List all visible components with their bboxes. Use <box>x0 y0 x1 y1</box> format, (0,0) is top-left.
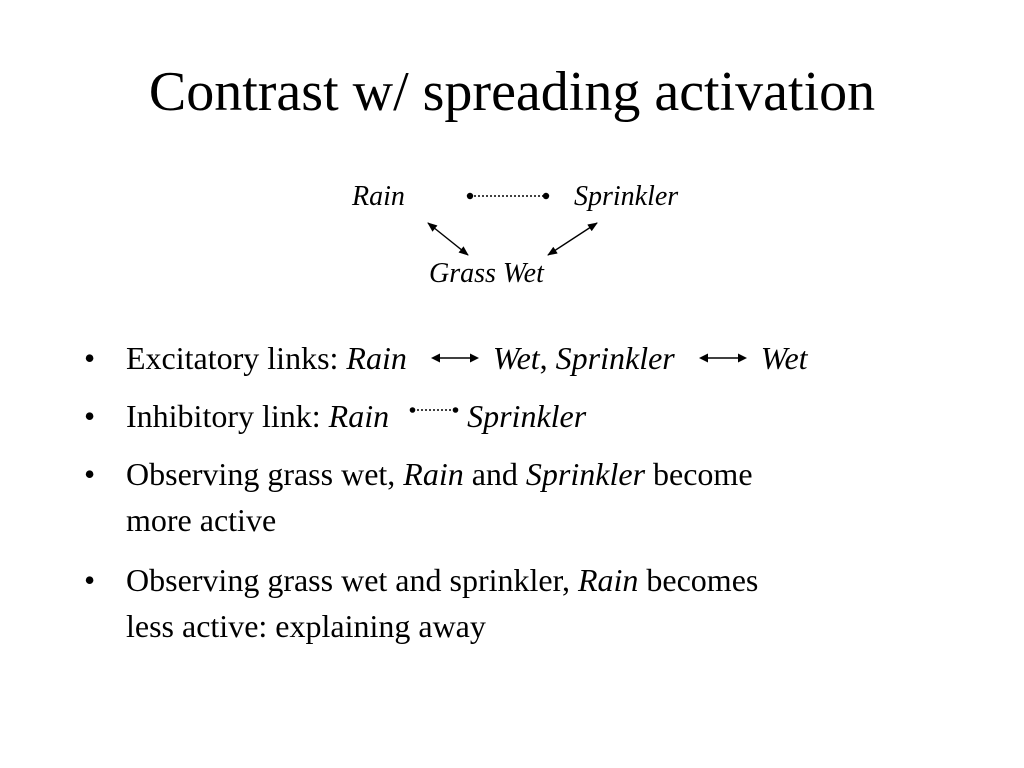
excitatory-link-sprinkler-wet <box>547 222 598 256</box>
bidirectional-arrow-icon <box>430 351 479 365</box>
inhibitory-sprinkler: Sprinkler <box>467 398 587 434</box>
excitatory-link-rain-wet <box>427 222 469 256</box>
excitatory-comma: , <box>539 340 556 376</box>
dotted-inhibitory-link-icon <box>409 405 459 415</box>
slide-title: Contrast w/ spreading activation <box>148 61 876 123</box>
bullet-explaining-away: • Observing grass wet and sprinkler, Rai… <box>80 558 960 650</box>
bidirectional-arrow-icon <box>698 351 747 365</box>
excitatory-wet-1: Wet <box>492 340 540 376</box>
inhibitory-prefix: Inhibitory link: <box>126 398 329 434</box>
inhibitory-link <box>466 192 550 200</box>
observing-wet-sprinkler: Sprinkler <box>525 456 646 492</box>
bullet-marker: • <box>84 340 96 376</box>
bullet-observing-wet: • Observing grass wet, Rain and Sprinkle… <box>80 452 960 544</box>
explaining-away-prefix: Observing grass wet and sprinkler, <box>126 562 578 598</box>
bullet-marker: • <box>84 562 96 598</box>
explaining-away-suffix: becomes <box>638 562 759 598</box>
node-grass-wet: Grass Wet <box>429 258 544 289</box>
bullet-excitatory: • Excitatory links: Rain Wet, Sprinkler … <box>80 336 960 380</box>
node-sprinkler: Sprinkler <box>574 181 679 212</box>
observing-wet-and: and <box>463 456 526 492</box>
excitatory-rain: Rain <box>346 340 407 376</box>
bullet-marker: • <box>84 456 96 492</box>
excitatory-prefix: Excitatory links: <box>126 340 347 376</box>
observing-wet-suffix: become <box>645 456 753 492</box>
node-rain: Rain <box>352 181 405 212</box>
excitatory-wet-2: Wet <box>760 340 808 376</box>
inhibitory-rain: Rain <box>328 398 390 434</box>
bullet-list: • Excitatory links: Rain Wet, Sprinkler … <box>80 336 960 664</box>
explaining-away-line2: less active: explaining away <box>126 608 486 644</box>
bullet-marker: • <box>84 398 96 434</box>
observing-wet-rain: Rain <box>403 456 464 492</box>
bullet-inhibitory: • Inhibitory link: Rain Sprinkler <box>80 394 960 438</box>
explaining-away-rain: Rain <box>577 562 639 598</box>
excitatory-sprinkler: Sprinkler <box>555 340 675 376</box>
observing-wet-prefix: Observing grass wet, <box>126 456 404 492</box>
observing-wet-line2: more active <box>126 502 277 538</box>
